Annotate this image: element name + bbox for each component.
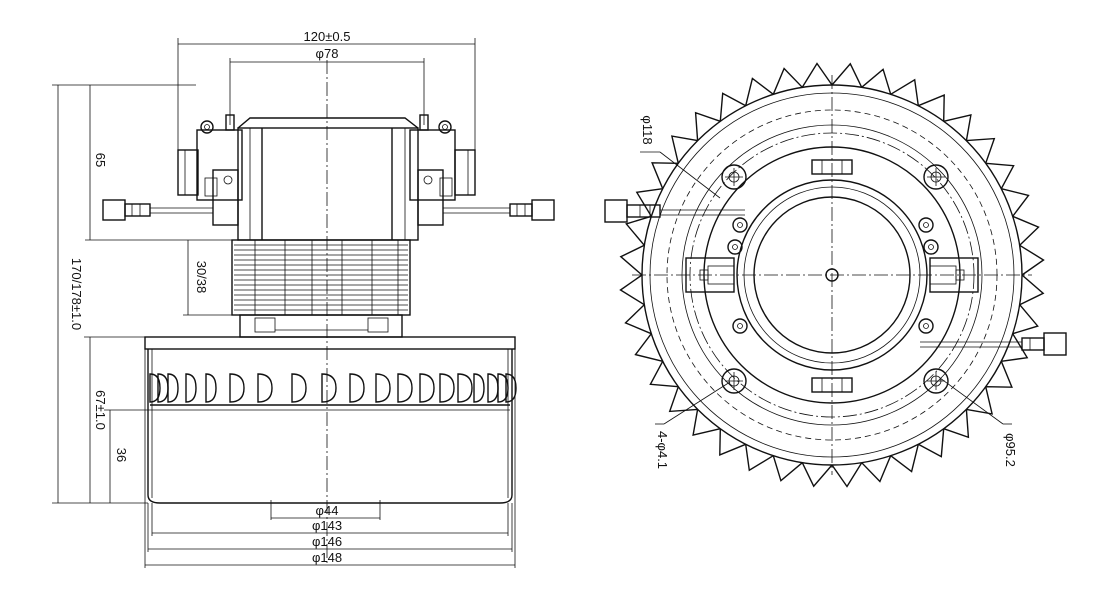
fan-louvers [149, 373, 517, 403]
dim-holes: 4-φ4.1 [655, 431, 670, 469]
dim-fan-lower: 36 [114, 448, 129, 462]
end-view: φ118 4-φ4.1 φ95.2 [604, 62, 1067, 488]
mounting-holes [721, 164, 949, 394]
side-dimensions: 120±0.5 φ78 170/178±1.0 65 30/38 67±1.0 [52, 29, 516, 568]
fan-housing [144, 336, 517, 504]
end-dimensions: φ118 4-φ4.1 φ95.2 [640, 115, 1018, 469]
dim-dia-top: φ78 [316, 46, 339, 61]
dim-dia-146: φ146 [312, 534, 342, 549]
dim-dia-118: φ118 [640, 115, 655, 144]
dim-dia-143: φ143 [312, 518, 342, 533]
dim-height-total: 170/178±1.0 [69, 258, 84, 330]
stator-stack [231, 239, 411, 338]
dim-dia-inlet: φ44 [316, 503, 339, 518]
end-wires [604, 199, 1067, 356]
fan-blade-ring [619, 62, 1045, 488]
dim-dia-148: φ148 [312, 550, 342, 565]
stator-laminations [234, 240, 408, 315]
dim-stack-height: 30/38 [194, 261, 209, 294]
dim-fan-height: 67±1.0 [93, 390, 108, 430]
dim-height-top: 65 [93, 153, 108, 167]
side-wires [102, 199, 555, 221]
motor-top-housing [177, 114, 476, 241]
dim-width-total: 120±0.5 [304, 29, 351, 44]
impeller-vanes [757, 200, 907, 350]
dim-dia-95: φ95.2 [1003, 433, 1018, 467]
side-view: 120±0.5 φ78 170/178±1.0 65 30/38 67±1.0 [52, 29, 555, 568]
